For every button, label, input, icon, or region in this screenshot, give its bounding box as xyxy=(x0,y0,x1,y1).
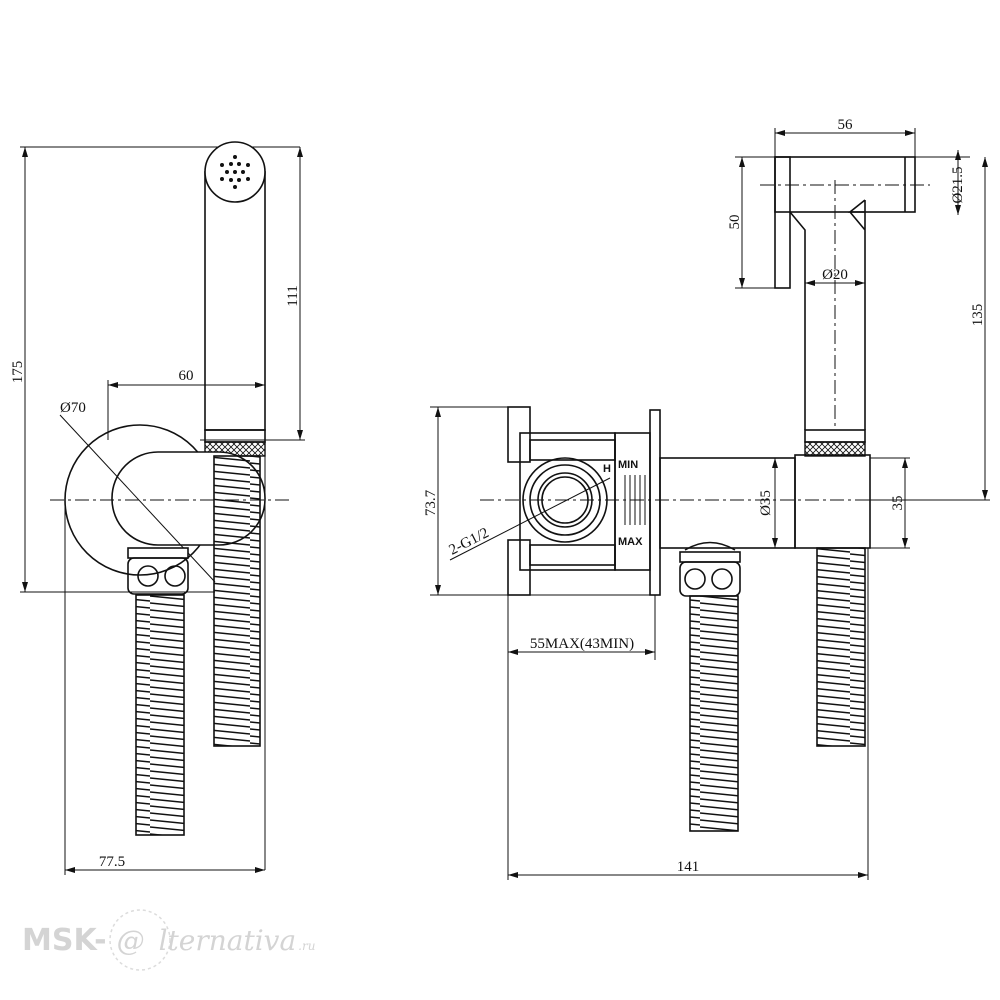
watermark-text: MSK- @ lternativa.ru xyxy=(22,923,315,958)
nut-face xyxy=(684,568,706,590)
dim-70: Ø70 xyxy=(60,400,86,416)
mark-max: MAX xyxy=(618,536,643,548)
spray-holes xyxy=(220,155,250,189)
mark-h: H xyxy=(603,463,611,475)
left-view: 175 111 60 Ø70 77.5 xyxy=(10,141,305,875)
handle xyxy=(789,199,866,430)
dim-35: 35 xyxy=(890,496,906,511)
leader-thread xyxy=(449,477,611,561)
flange-bottom xyxy=(507,539,531,596)
dim-60: 60 xyxy=(179,368,194,384)
dim-56: 56 xyxy=(838,117,854,133)
thread-label: 2-G1/2 xyxy=(447,525,492,559)
head-flange xyxy=(774,156,791,289)
nut-face xyxy=(137,565,159,587)
watermark-ring xyxy=(109,909,171,971)
watermark-right: lternativa xyxy=(159,924,297,957)
dim-141: 141 xyxy=(677,859,700,875)
dim-73-7: 73.7 xyxy=(423,489,439,516)
dim-21-5: Ø21.5 xyxy=(950,166,966,203)
mark-min: MIN xyxy=(618,459,638,471)
dim-20: Ø20 xyxy=(822,267,848,283)
hose-inlet xyxy=(689,595,739,832)
dim-35-diameter: Ø35 xyxy=(758,490,774,516)
dim-77-5: 77.5 xyxy=(99,854,125,870)
inlet-top xyxy=(529,439,616,461)
knurled-ring xyxy=(804,441,866,457)
watermark-logo: MSK- @ lternativa.ru xyxy=(22,909,315,971)
watermark-domain: .ru xyxy=(298,939,315,953)
inlet-bottom xyxy=(529,544,616,566)
hose-shower-right xyxy=(816,547,866,747)
nut-face xyxy=(164,565,186,587)
hex-nut xyxy=(679,561,741,597)
connector-collar xyxy=(127,547,189,559)
connector-collar xyxy=(679,551,741,563)
dim-50: 50 xyxy=(727,215,743,230)
hex-nut xyxy=(127,557,189,595)
watermark-at: @ xyxy=(117,924,145,957)
extension-lines xyxy=(20,146,305,875)
holder-block xyxy=(794,454,871,549)
handle-ring xyxy=(804,429,866,443)
flange-top xyxy=(507,406,531,463)
hand-shower-body xyxy=(204,171,266,431)
connector-dome xyxy=(684,541,736,551)
dim-175: 175 xyxy=(10,361,26,384)
leader-70 xyxy=(59,414,216,583)
dim-55max: 55MAX(43MIN) xyxy=(530,636,634,652)
nut-face xyxy=(711,568,733,590)
watermark-left: MSK- xyxy=(22,923,107,958)
right-view: 56 Ø21.5 50 Ø20 135 H MIN MAX 2-G1/2 73.… xyxy=(423,117,990,880)
dim-135: 135 xyxy=(970,304,986,327)
hose-shower xyxy=(213,455,261,747)
hose-left xyxy=(135,594,185,836)
dim-111: 111 xyxy=(285,285,301,306)
wall-plate-side xyxy=(649,409,661,596)
